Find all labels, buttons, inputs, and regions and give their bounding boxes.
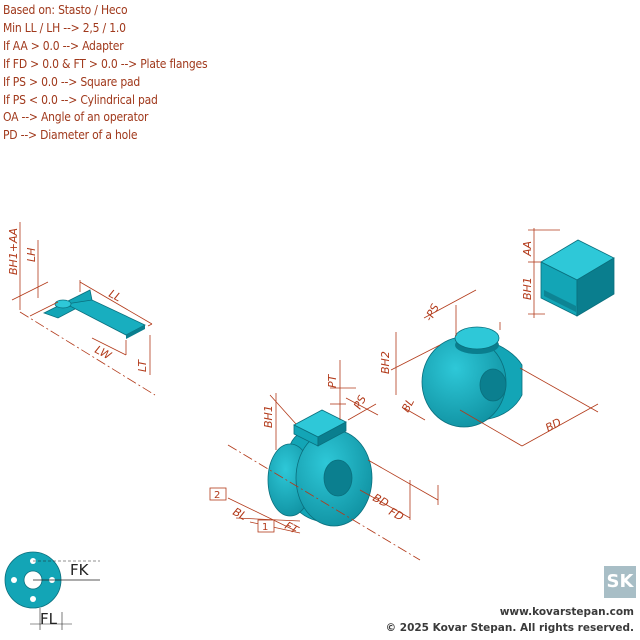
note-line: PD --> Diameter of a hole [3, 128, 138, 143]
note-line: OA --> Angle of an operator [3, 110, 149, 125]
dim-label-bh2: BH2 [379, 351, 392, 374]
dim-line [345, 397, 379, 416]
dim-label-bh1: BH1 [521, 277, 534, 300]
cyl-pad-top [454, 326, 500, 350]
dim-line [519, 367, 599, 413]
dim-label-ps: PS [351, 393, 369, 411]
dim-label-pt: PT [326, 373, 339, 388]
adapter-view: AA BH1 [521, 228, 615, 318]
dim-line [521, 403, 599, 447]
dim-label-bd: BD [371, 491, 391, 510]
flange-hole [323, 459, 353, 497]
square-pad-side [317, 421, 347, 447]
centerline [227, 444, 421, 561]
note-line: Min LL / LH --> 2,5 / 1.0 [3, 20, 126, 35]
dim-label-fd: FD [387, 505, 406, 523]
dim-line [29, 301, 59, 317]
bolt-hole [30, 596, 36, 602]
legend-label-fk: FK [70, 561, 90, 579]
note-line: If AA > 0.0 --> Adapter [3, 38, 124, 53]
callout-1: 1 [262, 522, 268, 533]
lever-view: BH1+AA LH LL LW LT [7, 222, 156, 396]
brand-logo: SK [604, 566, 636, 598]
dim-label-ps: -PS [422, 302, 442, 324]
dim-line [269, 394, 297, 425]
flanged-view: PT PS BH1 BD FD BL FT 2 1 [209, 360, 439, 561]
dim-label-bl: BL [399, 396, 417, 414]
dim-label-lw: LW [93, 343, 115, 363]
cyl-hole [479, 368, 507, 402]
dim-line [403, 407, 426, 421]
note-line: If PS < 0.0 --> Cylindrical pad [3, 92, 158, 107]
dim-label-lh: LH [25, 248, 38, 262]
dim-label-ft: FT [283, 519, 302, 537]
dim-label-aa: AA [521, 241, 534, 257]
notes-list: Based on: Stasto / Heco Min LL / LH --> … [3, 2, 208, 145]
centerline [19, 311, 156, 396]
lever-hub [54, 299, 72, 309]
dim-line [423, 289, 477, 319]
dim-line [147, 323, 153, 327]
dim-label-lt: LT [136, 359, 149, 372]
dim-line [11, 281, 49, 301]
lever-arm [64, 299, 146, 336]
note-line: If FD > 0.0 & FT > 0.0 --> Plate flanges [3, 56, 208, 71]
adapter-side [576, 257, 615, 317]
dim-label-bh1: BH1 [262, 405, 275, 428]
dim-label-ll: LL [107, 287, 124, 304]
dim-line [347, 403, 377, 421]
label-box [209, 487, 227, 501]
callout-2: 2 [214, 490, 220, 501]
note-line: Based on: Stasto / Heco [3, 3, 128, 17]
website-link[interactable]: www.kovarstepan.com [499, 606, 634, 618]
legend-label-fl: FL [40, 610, 58, 628]
dim-line [235, 517, 301, 522]
dim-line [227, 497, 297, 532]
dim-label-bl: BL [231, 505, 249, 523]
flange-legend: FK FL [4, 551, 100, 630]
label-box [257, 519, 275, 533]
dim-line [79, 281, 153, 325]
dim-line [367, 459, 439, 501]
dim-line [91, 337, 127, 356]
dim-line [359, 489, 411, 519]
dim-label-bd: BD [543, 416, 563, 435]
dim-line [459, 409, 523, 447]
cyl-pad-view: -PS BH2 BL BD [379, 289, 599, 447]
bolt-hole [11, 577, 17, 583]
dim-line [390, 344, 441, 371]
dim-label-bh-aa: BH1+AA [7, 228, 20, 275]
copyright-text: © 2025 Kovar Stepan. All rights reserved… [385, 622, 634, 634]
lever-arm-edge [126, 325, 145, 339]
note-line: If PS > 0.0 --> Square pad [3, 74, 141, 89]
adapter-slot [544, 290, 576, 312]
